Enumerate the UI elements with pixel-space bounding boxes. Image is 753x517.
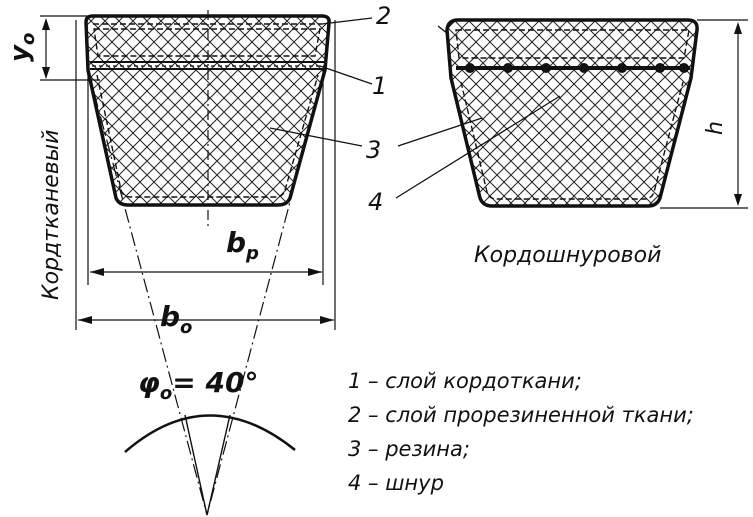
dim-h-label: h (703, 121, 728, 135)
legend-item-3: 3 – резина; (348, 437, 470, 461)
dim-y0-label: yo (5, 33, 39, 62)
callout-1: 1 (372, 72, 387, 100)
angle-label: φo= 40° (138, 366, 258, 404)
legend-item-1: 1 – слой кордоткани; (348, 369, 582, 393)
callout-2: 2 (376, 2, 391, 30)
legend-item-4: 4 – шнур (348, 471, 444, 495)
legend: 1 – слой кордоткани; 2 – слой прорезинен… (348, 369, 694, 495)
dim-bp-label: bp (226, 226, 259, 264)
left-belt-section (84, 10, 331, 230)
left-type-label: Кордтканевый (39, 130, 64, 300)
callout-3: 3 (366, 136, 381, 164)
callout-4: 4 (368, 188, 383, 216)
right-belt-section (445, 18, 699, 208)
leader-lines (269, 17, 561, 199)
right-type-label: Кордошнуровой (474, 243, 661, 268)
dim-b0-label: bo (160, 300, 192, 338)
left-dimensions (40, 15, 336, 516)
legend-item-2: 2 – слой прорезиненной ткани; (348, 403, 694, 427)
right-dimensions (660, 19, 748, 209)
